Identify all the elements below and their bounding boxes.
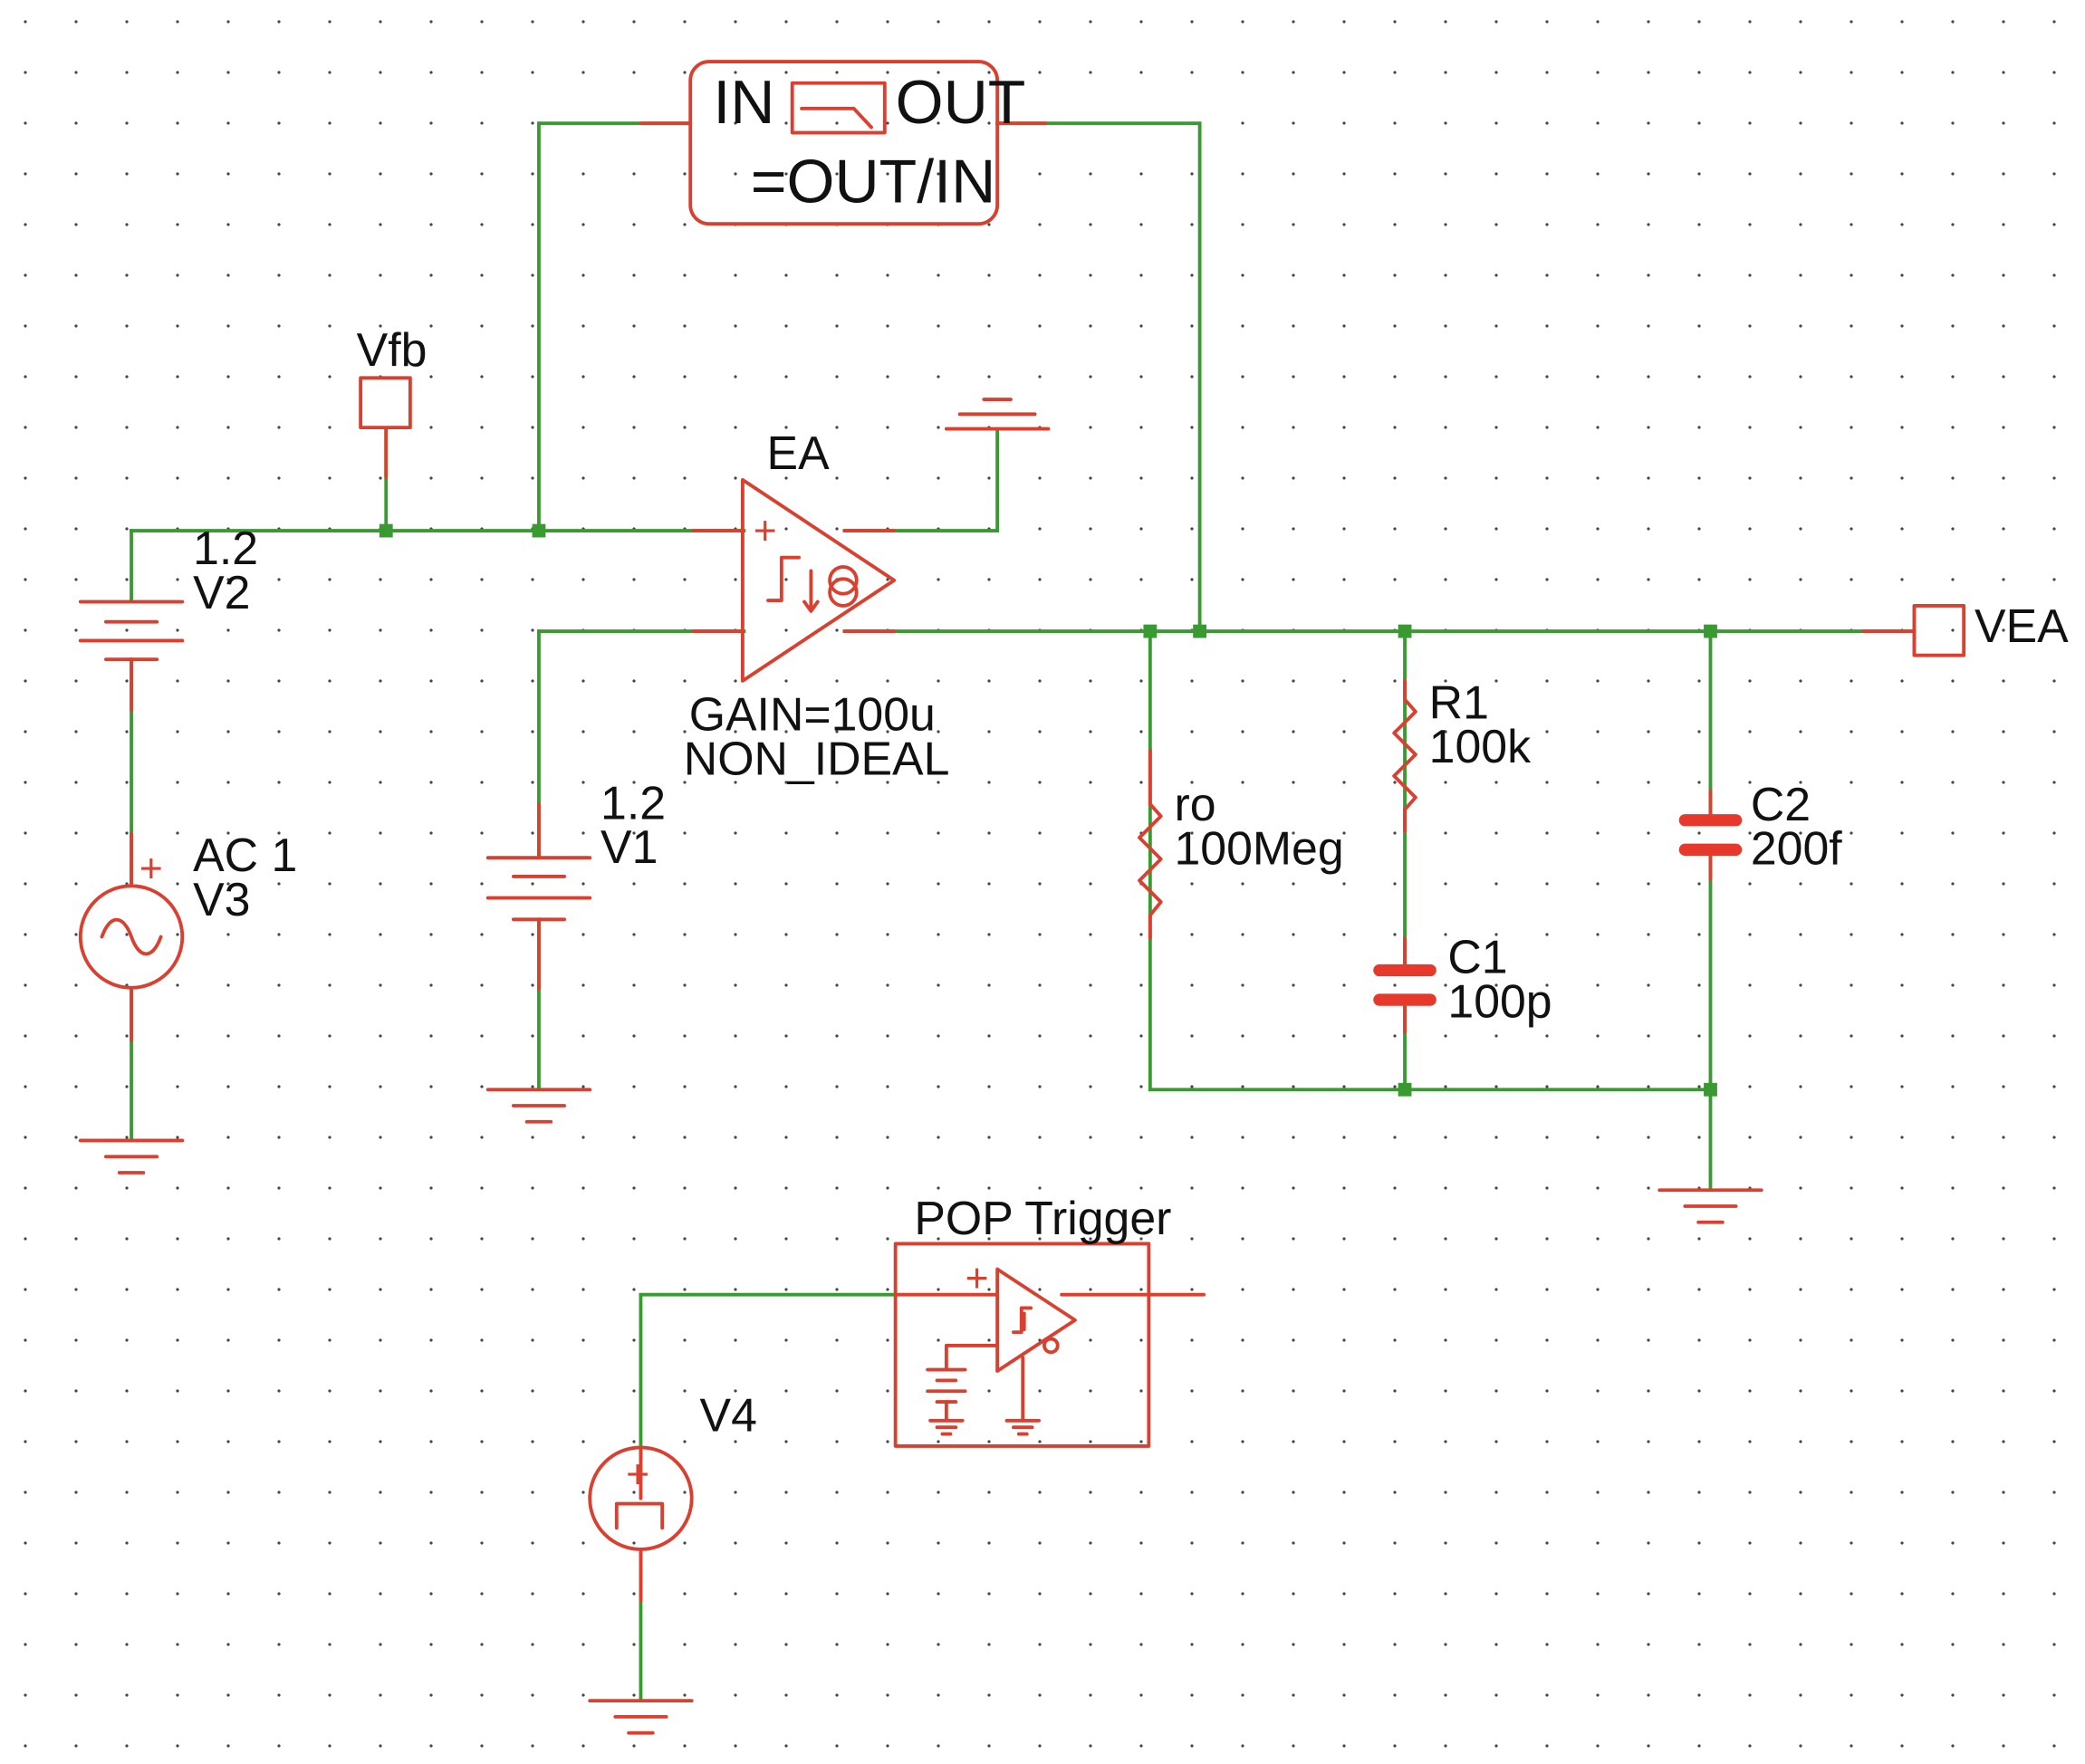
ro-zigzag xyxy=(1138,802,1163,917)
pop-trigger[interactable]: + POP Trigger xyxy=(893,1192,1206,1448)
bode-out-label: OUT xyxy=(896,68,1026,137)
v3-value: AC 1 xyxy=(193,829,297,881)
ea-plus: + xyxy=(754,509,777,553)
comparator-ref-wire xyxy=(944,1343,1000,1372)
junction-c2 xyxy=(1704,624,1717,638)
lowpass-filter-icon xyxy=(790,81,887,135)
junction-bode-out xyxy=(1193,624,1206,638)
c1-value: 100p xyxy=(1447,974,1552,1027)
c2-value: 200f xyxy=(1751,822,1842,875)
ea-mode: NON_IDEAL xyxy=(684,732,950,784)
v1-source[interactable]: 1.2 V1 xyxy=(485,776,666,992)
v2-name: V2 xyxy=(193,566,250,618)
junctions xyxy=(379,523,1717,1097)
ea-gain: GAIN=100u xyxy=(689,688,936,741)
vea-label: VEA xyxy=(1975,599,2069,652)
bode-probe-box xyxy=(688,60,1000,226)
v3-plus: + xyxy=(139,847,163,891)
ea-hysteresis-icon xyxy=(766,555,802,602)
r1-name: R1 xyxy=(1429,676,1489,728)
ground-icon xyxy=(78,1138,185,1174)
v4-pulse-source[interactable]: + V4 xyxy=(588,1389,757,1603)
ea-triangle xyxy=(740,477,897,683)
v2-source[interactable]: 1.2 V2 xyxy=(78,522,258,713)
ground-v1 xyxy=(485,1088,592,1124)
junction-vfb xyxy=(379,523,393,538)
v1-name: V1 xyxy=(601,820,658,873)
comparator-triangle xyxy=(995,1267,1077,1373)
capacitor-c2[interactable]: C2 200f xyxy=(1678,778,1842,881)
ground-v4 xyxy=(588,1699,694,1735)
current-source-icon-a xyxy=(828,565,859,596)
vfb-port[interactable]: Vfb xyxy=(357,323,428,479)
ro-name: ro xyxy=(1174,778,1215,830)
v4-plus: + xyxy=(626,1452,649,1497)
ground-icon xyxy=(588,1699,694,1735)
pop-trigger-ref-ground-icon xyxy=(928,1400,965,1436)
vea-port-box xyxy=(1912,604,1966,657)
junction-c1-bottom xyxy=(1398,1082,1412,1097)
ea-hysteresis-arrow xyxy=(802,569,820,613)
resistor-r1[interactable]: R1 100k xyxy=(1392,676,1531,833)
wire-bode-in xyxy=(537,121,691,533)
ground-c2 xyxy=(1657,1188,1763,1224)
ea-name: EA xyxy=(767,427,831,479)
vfb-label: Vfb xyxy=(357,323,428,376)
resistor-ro[interactable]: ro 100Meg xyxy=(1138,748,1344,940)
pop-trigger-box xyxy=(893,1242,1151,1448)
c1-name: C1 xyxy=(1447,930,1507,983)
r1-value: 100k xyxy=(1429,720,1531,772)
v1-value: 1.2 xyxy=(601,776,666,829)
v2-value: 1.2 xyxy=(193,522,258,574)
comparator-hysteresis-icon xyxy=(1011,1306,1033,1335)
sine-wave-icon xyxy=(100,917,163,956)
ground-inverted-icon xyxy=(944,398,1051,431)
comparator-inverting-bubble xyxy=(1042,1337,1060,1355)
comparator-ground-icon xyxy=(1004,1418,1041,1436)
junction-bode-in xyxy=(532,523,546,538)
capacitor-c1[interactable]: C1 100p xyxy=(1373,930,1552,1034)
v3-name: V3 xyxy=(193,873,250,925)
v4-name: V4 xyxy=(700,1389,757,1442)
pop-trigger-label: POP Trigger xyxy=(914,1192,1171,1244)
r1-zigzag xyxy=(1392,697,1417,811)
bode-formula-label: =OUT/IN xyxy=(751,147,995,216)
ground-v3 xyxy=(78,1138,185,1174)
lowpass-filter-curve xyxy=(800,106,873,129)
pop-trigger-ref-battery-icon xyxy=(926,1367,967,1404)
ground-ea xyxy=(944,398,1051,431)
ground-icon xyxy=(1657,1188,1763,1224)
wire-v4-trigger xyxy=(639,1292,898,1461)
v3-ac-source[interactable]: + AC 1 V3 xyxy=(78,829,297,1042)
bode-probe[interactable]: IN OUT =OUT/IN xyxy=(639,60,1048,226)
ro-value: 100Meg xyxy=(1174,822,1343,875)
junction-c2-bottom xyxy=(1704,1082,1717,1097)
junction-ro xyxy=(1143,624,1158,638)
wire-bode-out xyxy=(995,121,1202,634)
junction-r1 xyxy=(1398,624,1412,638)
current-source-icon-b xyxy=(828,577,859,608)
bode-in-label: IN xyxy=(713,68,774,137)
c2-name: C2 xyxy=(1751,778,1811,830)
pulse-wave-icon xyxy=(614,1501,665,1530)
vea-port[interactable]: VEA xyxy=(1861,599,2069,657)
ground-icon xyxy=(485,1088,592,1124)
pop-trigger-plus: + xyxy=(966,1257,989,1301)
error-amplifier[interactable]: + EA GAIN=100u NON_IDEAL xyxy=(684,427,950,784)
